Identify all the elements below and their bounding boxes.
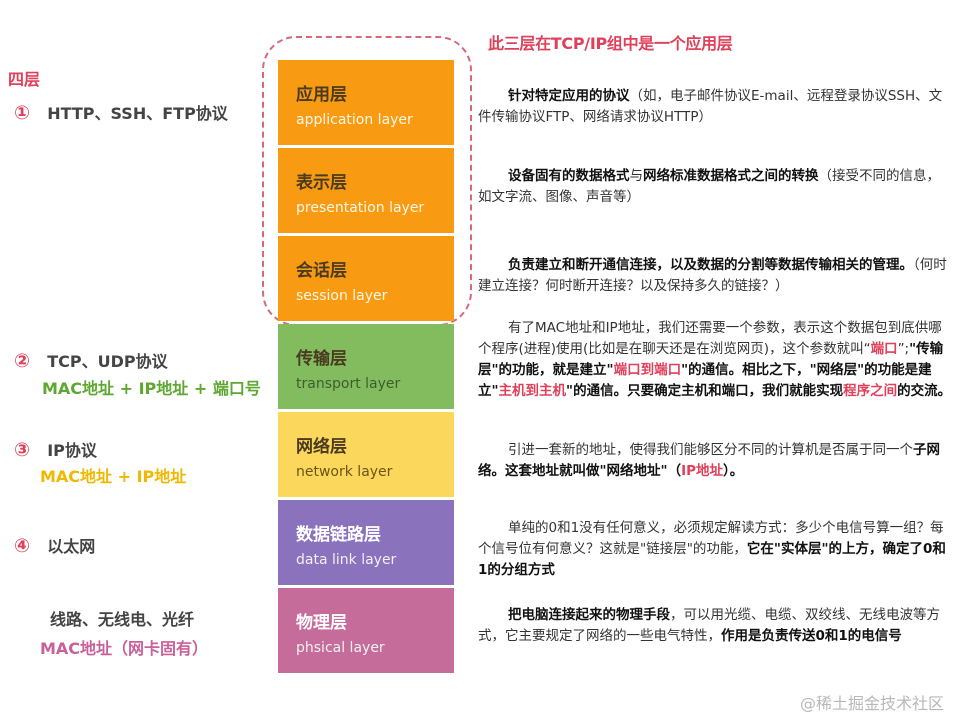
item-protocols: 以太网 [47, 537, 96, 556]
watermark: @稀土掘金技术社区 [799, 694, 944, 713]
desc-network: 引进一套新的地址，使得我们能够区分不同的计算机是否属于同一个子网络。这套地址就叫… [478, 440, 952, 482]
layer-english-name: application layer [296, 112, 413, 128]
left-item-datalink: ④ 以太网 [14, 533, 95, 557]
layer-english-name: data link layer [296, 552, 397, 568]
layer-english-name: phsical layer [296, 640, 385, 656]
layer-name: 表示层 [296, 173, 347, 193]
desc-text: （接受不同的信息，如文字流、图像、声音等） [478, 168, 940, 205]
item-protocols: HTTP、SSH、FTP协议 [47, 104, 228, 123]
desc-bold: ）。 [723, 463, 744, 479]
network-address: MAC地址 + IP地址 [40, 467, 187, 486]
item-number: ③ [14, 439, 31, 461]
left-item-transport: ② TCP、UDP协议 [14, 348, 168, 372]
desc-bold: 设备固有的数据格式 [508, 168, 630, 184]
desc-bold: "传输层"的功能，就是建立" [478, 341, 944, 378]
left-item-application: ① HTTP、SSH、FTP协议 [14, 100, 228, 124]
layer-session: 会话层 session layer [278, 236, 454, 321]
group-caption: 此三层在TCP/IP组中是一个应用层 [488, 34, 733, 53]
layer-name: 数据链路层 [296, 525, 381, 545]
layer-name: 传输层 [296, 349, 347, 369]
four-layer-title: 四层 [8, 70, 41, 89]
layer-physical: 物理层 phsical layer [278, 588, 454, 673]
desc-bold: 它在"实体层"的上方，确定了0和1的分组方式 [478, 541, 946, 578]
layer-name: 物理层 [296, 613, 347, 633]
desc-bold: 作用是负责传送0和1的电信号 [721, 628, 902, 644]
desc-bold: 的交流。 [897, 383, 952, 399]
desc-text: 有了MAC地址和IP地址，我们还需要一个参数，表示这个数据包到底供哪个程序(进程… [478, 320, 942, 357]
physical-address: MAC地址（网卡固有） [40, 639, 209, 658]
transport-address: MAC地址 + IP地址 + 端口号 [42, 379, 261, 398]
desc-highlight: 端口 [870, 341, 898, 357]
layer-name: 应用层 [296, 85, 347, 105]
layer-english-name: presentation layer [296, 200, 425, 216]
desc-highlight: 主机到主机 [498, 383, 567, 399]
desc-bold: 子网络。这套地址就叫做"网络地址"（ [478, 442, 940, 479]
item-protocols: IP协议 [47, 441, 97, 460]
desc-text: （何时建立连接？何时断开连接？以及保持多久的链接？） [478, 257, 947, 294]
physical-media: 线路、无线电、光纤 [50, 610, 195, 629]
desc-physical: 把电脑连接起来的物理手段，可以用光缆、电缆、双绞线、无线电波等方式，它主要规定了… [478, 605, 952, 647]
layer-data-link: 数据链路层 data link layer [278, 500, 454, 585]
desc-bold: 网络标准数据格式之间的转换 [643, 168, 819, 184]
layer-name: 网络层 [296, 437, 347, 457]
desc-bold: 把电脑连接起来的物理手段 [508, 607, 670, 623]
item-protocols: TCP、UDP协议 [47, 352, 168, 371]
desc-text: 单纯的0和1没有任何意义，必须规定解读方式：多少个电信号算一组？每个信号位有何意… [478, 520, 944, 557]
desc-highlight: 端口到端口 [613, 362, 682, 378]
desc-text: ”; [897, 341, 910, 357]
desc-text: 与 [629, 168, 644, 184]
desc-data-link: 单纯的0和1没有任何意义，必须规定解读方式：多少个电信号算一组？每个信号位有何意… [478, 518, 952, 581]
desc-session: 负责建立和断开通信连接，以及数据的分割等数据传输相关的管理。（何时建立连接？何时… [478, 255, 952, 297]
desc-bold: 针对特定应用的协议 [508, 88, 630, 104]
layer-english-name: session layer [296, 288, 388, 304]
layer-presentation: 表示层 presentation layer [278, 148, 454, 233]
desc-highlight: 程序之间 [843, 383, 898, 399]
desc-text: ，可以用光缆、电缆、双绞线、无线电波等方式，它主要规定了网络的一些电气特性， [478, 607, 940, 644]
desc-text: （如，电子邮件协议E-mail、远程登录协议SSH、文件传输协议FTP、网络请求… [478, 88, 943, 125]
item-number: ④ [14, 535, 31, 557]
desc-transport: 有了MAC地址和IP地址，我们还需要一个参数，表示这个数据包到底供哪个程序(进程… [478, 318, 952, 402]
layer-english-name: network layer [296, 464, 393, 480]
left-item-network: ③ IP协议 [14, 437, 97, 461]
layer-application: 应用层 application layer [278, 60, 454, 145]
desc-text: 引进一套新的地址，使得我们能够区分不同的计算机是否属于同一个 [508, 442, 913, 458]
desc-bold: "的通信。相比之下，"网络层"的功能是建立" [478, 362, 932, 399]
layer-english-name: transport layer [296, 376, 401, 392]
desc-bold: "的通信。只要确定主机和端口，我们就能实现 [566, 383, 844, 399]
desc-presentation: 设备固有的数据格式与网络标准数据格式之间的转换（接受不同的信息，如文字流、图像、… [478, 166, 952, 208]
item-number: ① [14, 102, 31, 124]
desc-application: 针对特定应用的协议（如，电子邮件协议E-mail、远程登录协议SSH、文件传输协… [478, 86, 952, 128]
layer-transport: 传输层 transport layer [278, 324, 454, 409]
layer-network: 网络层 network layer [278, 412, 454, 497]
layer-name: 会话层 [296, 261, 347, 281]
item-number: ② [14, 350, 31, 372]
desc-bold: 负责建立和断开通信连接，以及数据的分割等数据传输相关的管理。 [508, 257, 913, 273]
desc-highlight: IP地址 [681, 463, 723, 479]
